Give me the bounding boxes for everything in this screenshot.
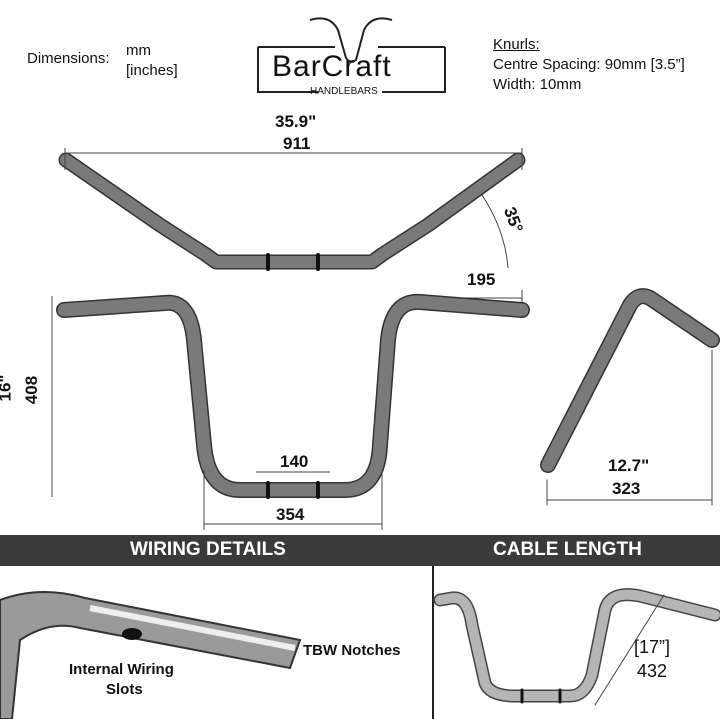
side-view-handlebar <box>540 288 720 506</box>
cable-length-inches: [17”] <box>634 637 671 657</box>
front-dimension-lines <box>51 296 383 530</box>
unit-inches: [inches] <box>126 62 178 79</box>
logo-tagline: HANDLEBARS <box>310 86 378 97</box>
wiring-slots-label-2: Slots <box>106 681 143 698</box>
section-header-band: WIRING DETAILS CABLE LENGTH <box>0 535 720 566</box>
pullback-inches: 12.7" <box>608 456 650 475</box>
top-dimension-lines <box>64 148 523 305</box>
rise-inches: 16" <box>0 374 15 402</box>
knurls-spacing: Centre Spacing: 90mm [3.5”] <box>493 56 685 73</box>
dimensions-label: Dimensions: <box>27 50 110 67</box>
front-view-handlebar <box>56 293 530 499</box>
top-view-handlebar <box>58 152 526 271</box>
top-width-mm: 911 <box>283 134 311 153</box>
cable-length-handlebar <box>433 588 720 706</box>
barcraft-logo <box>257 17 446 93</box>
pullback-mm: 323 <box>612 479 641 498</box>
rise-mm: 408 <box>22 375 42 405</box>
wiring-slots-label-1: Internal Wiring <box>69 661 174 678</box>
logo-brand: BarCraft <box>272 50 392 83</box>
top-width-inches: 35.9" <box>275 112 317 131</box>
grip-length-mm: 195 <box>467 270 496 289</box>
wiring-details-title: WIRING DETAILS <box>130 539 286 560</box>
cable-length-mm: 432 <box>637 661 668 681</box>
unit-mm: mm <box>126 42 151 59</box>
base-width-mm: 354 <box>276 505 305 524</box>
center-width-mm: 140 <box>280 452 309 471</box>
tbw-notches-label: TBW Notches <box>303 642 401 659</box>
wiring-detail-image <box>0 591 302 719</box>
cable-length-title: CABLE LENGTH <box>493 539 642 560</box>
wiring-slot-icon <box>122 628 142 640</box>
knurls-title: Knurls: <box>493 36 540 53</box>
knurls-width: Width: 10mm <box>493 76 582 93</box>
cable-dimension-line <box>594 594 665 706</box>
